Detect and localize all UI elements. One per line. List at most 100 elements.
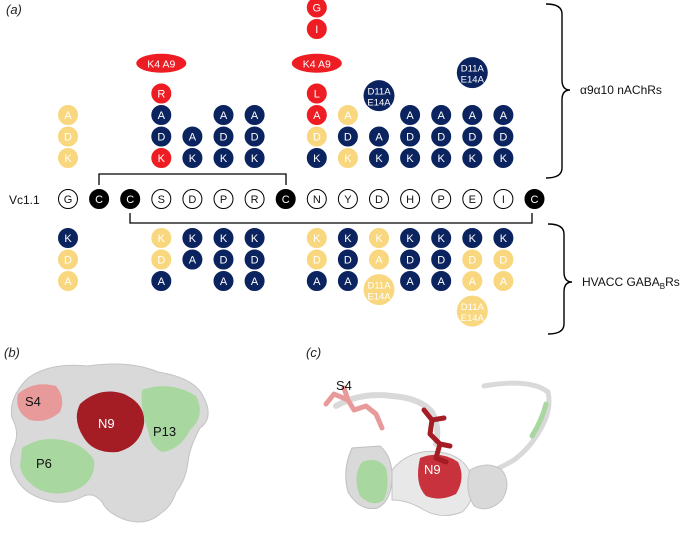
top-mutant-6: R	[151, 83, 172, 104]
top-mutant-4-circle	[151, 126, 172, 147]
top-mutant-13: D	[244, 126, 265, 147]
sequence-residue-11-circle	[400, 189, 421, 209]
top-mutant-23-circle	[337, 105, 358, 125]
bottom-mutant-18-circle	[337, 249, 358, 270]
bottom-mutant-7: A	[182, 249, 203, 270]
top-mutant-32: K	[462, 148, 483, 168]
top-double-mutant-1-circle	[456, 57, 488, 89]
bottom-mutant-23-circle	[400, 249, 421, 270]
sequence-residue-3-circle	[151, 189, 172, 209]
top-mutant-5-letter: A	[158, 110, 166, 122]
bottom-mutant-9-circle	[213, 249, 234, 270]
sequence-residue-8-letter: N	[313, 194, 321, 206]
top-mutant-14: A	[244, 105, 265, 125]
top-mutant-3-letter: K	[158, 153, 166, 165]
bottom-mutant-25-circle	[431, 228, 452, 248]
bottom-double-mutant-1-line1: D11A	[461, 302, 485, 313]
top-mutant-11-circle	[213, 105, 234, 125]
sequence-residue-7-circle	[275, 189, 296, 209]
sequence-residue-9: Y	[337, 189, 358, 209]
top-mutant-2-letter: A	[64, 110, 72, 122]
sequence-residue-14-letter: I	[502, 194, 505, 206]
top-mutant-0: K	[58, 148, 78, 168]
top-mutant-2: A	[58, 105, 78, 125]
bottom-mutant-25-letter: K	[438, 233, 446, 245]
bottom-mutant-7-circle	[182, 249, 203, 270]
bottom-mutant-9: D	[213, 249, 234, 270]
bottom-mutant-27-circle	[431, 271, 452, 291]
bottom-mutant-31-letter: K	[500, 233, 508, 245]
top-mutant-29-letter: K	[438, 153, 446, 165]
sequence-residue-0-circle	[58, 189, 78, 209]
top-mutant-17-letter: A	[313, 110, 321, 122]
top-mutant-3-circle	[151, 148, 172, 168]
top-mutant-28-circle	[400, 105, 421, 125]
top-ellipse-1-text: K4 A9	[303, 58, 331, 70]
top-mutant-20-circle	[306, 0, 327, 18]
top-mutant-27: D	[400, 126, 421, 147]
bottom-mutant-25: K	[431, 228, 452, 248]
sequence-residue-2-letter: C	[126, 194, 134, 206]
top-mutant-29: K	[431, 148, 452, 168]
top-group-brace	[545, 3, 571, 179]
sequence-residue-0: G	[58, 189, 78, 209]
bottom-mutant-14-letter: K	[313, 233, 321, 245]
top-mutant-0-letter: K	[64, 153, 72, 165]
bottom-mutant-columns: KDAKDAKAKDAKDAKDAKDAKAKDAKDAKDAKDAD11AE1…	[58, 228, 514, 327]
top-mutant-16-letter: D	[313, 132, 321, 144]
top-mutant-26-circle	[400, 148, 421, 168]
bottom-mutant-23: D	[400, 249, 421, 270]
bottom-mutant-18-letter: D	[344, 255, 352, 267]
surface-green-patch-left	[20, 439, 95, 494]
top-mutant-12: K	[244, 148, 265, 168]
sequence-residue-4-circle	[182, 189, 203, 209]
top-mutant-21-circle	[337, 148, 358, 168]
top-mutant-35-letter: K	[500, 153, 508, 165]
sequence-residue-15: C	[524, 189, 545, 209]
bottom-double-mutant-0-circle	[363, 274, 395, 306]
bottom-mutant-21-letter: A	[375, 255, 383, 267]
disulfide-bond-2	[129, 213, 533, 224]
bottom-mutant-32: D	[493, 249, 514, 270]
disulfide-bridges	[98, 173, 533, 224]
top-mutant-34-letter: A	[469, 110, 477, 122]
top-double-mutant-0-circle	[363, 80, 395, 112]
bottom-mutant-2-circle	[58, 271, 78, 291]
bottom-mutant-27: A	[431, 271, 452, 291]
bottom-mutant-16: A	[306, 271, 327, 291]
sequence-residue-1-circle	[89, 189, 110, 209]
top-mutant-33-letter: D	[468, 132, 476, 144]
bottom-mutant-4-circle	[151, 249, 172, 270]
bottom-mutant-28-circle	[462, 228, 483, 248]
ribbon-tail-green	[529, 401, 549, 439]
top-mutant-11: A	[213, 105, 234, 125]
top-mutant-14-circle	[244, 105, 265, 125]
bottom-mutant-17: K	[337, 228, 358, 248]
top-mutant-1: D	[58, 126, 78, 147]
top-mutant-14-letter: A	[251, 110, 259, 122]
top-mutant-8-letter: A	[189, 132, 197, 144]
helix-green-band	[356, 460, 388, 504]
top-mutant-12-letter: K	[251, 153, 259, 165]
bottom-mutant-0-letter: K	[64, 233, 72, 245]
bottom-mutant-12-letter: D	[251, 255, 259, 267]
ribbon-label-s4: S4	[336, 378, 352, 393]
sequence-residue-6-letter: R	[251, 194, 259, 206]
top-mutant-35: K	[493, 148, 514, 168]
top-mutant-37-letter: A	[500, 110, 508, 122]
panel-b: (b) S4 N9 P13 P6	[4, 345, 209, 523]
top-mutant-6-letter: R	[157, 89, 165, 101]
top-mutant-27-letter: D	[406, 132, 414, 144]
sequence-residue-4: D	[182, 189, 203, 209]
top-mutant-21: K	[337, 148, 358, 168]
top-mutant-8-circle	[182, 126, 203, 147]
top-mutant-9-letter: K	[220, 153, 228, 165]
bottom-mutant-6-letter: K	[189, 233, 197, 245]
bottom-mutant-24-circle	[400, 271, 421, 291]
top-double-mutant-0-line2: E14A	[367, 98, 391, 109]
sequence-residue-14-circle	[493, 189, 514, 209]
top-mutant-19: I	[306, 19, 327, 39]
surface-green-patch-right	[141, 386, 200, 452]
